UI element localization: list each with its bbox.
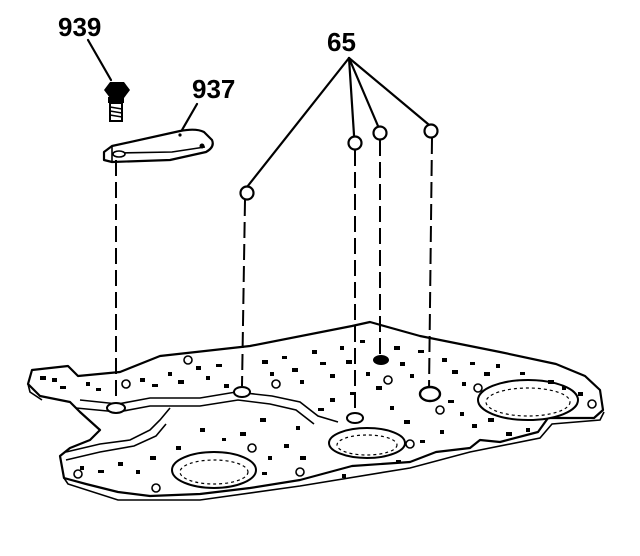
check-ball-2	[347, 135, 363, 151]
check-ball-1	[239, 185, 255, 201]
leader-65-group	[245, 56, 430, 189]
callout-937-label: 937	[192, 74, 235, 104]
check-ball-4	[423, 123, 439, 139]
leader-939	[86, 38, 113, 82]
leader-lines	[86, 38, 430, 189]
bolt-939	[104, 82, 130, 122]
passage-holes	[40, 340, 583, 478]
opening-center	[328, 427, 406, 459]
check-ball-3	[372, 125, 388, 141]
bracket-937	[102, 128, 214, 164]
opening-right	[477, 379, 579, 421]
leader-937	[180, 102, 199, 132]
alignment-lines	[115, 137, 433, 415]
bolt-holes	[73, 355, 597, 493]
ball-checks-65	[239, 123, 439, 201]
callout-65-label: 65	[327, 27, 356, 57]
callout-939-label: 939	[58, 12, 101, 42]
opening-left	[171, 451, 257, 489]
spacer-plate	[26, 320, 605, 501]
